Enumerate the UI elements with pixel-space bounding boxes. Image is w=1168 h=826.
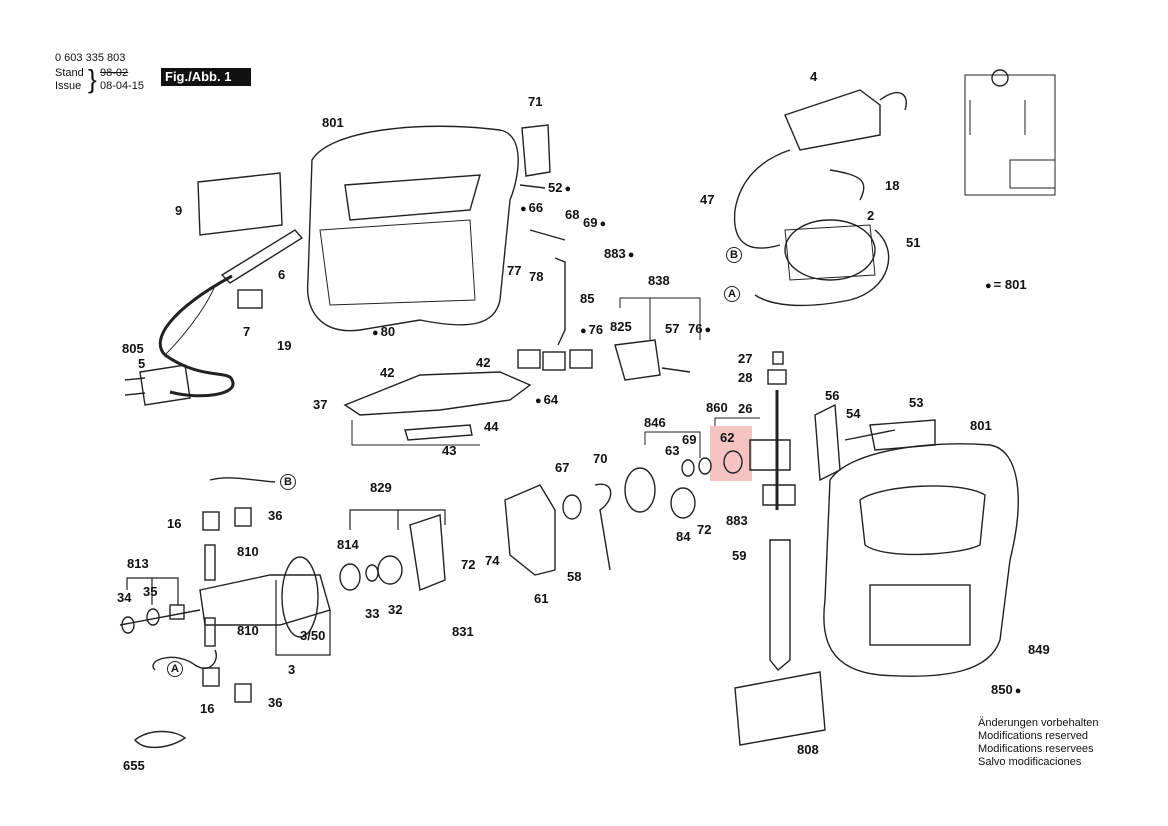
callout-19: 19 (277, 338, 292, 353)
callout-61: 61 (534, 591, 549, 606)
callout-69-top: 69 (583, 216, 606, 231)
callout-883-mid: 883 (726, 513, 748, 528)
callout-42-left: 42 (380, 365, 395, 380)
callout-3-50: 3/50 (300, 628, 326, 643)
issue-value: 08-04-15 (100, 80, 145, 92)
callout-53: 53 (909, 395, 924, 410)
callout-850: 850 (991, 683, 1021, 698)
callout-18: 18 (885, 178, 900, 193)
callout-6: 6 (278, 267, 286, 282)
stand-value: 98-02 (100, 67, 129, 79)
callout-B-wire: B (280, 474, 296, 490)
callout-4: 4 (810, 69, 818, 84)
note-en: Modifications reserved (978, 730, 1089, 742)
callout-57: 57 (665, 321, 680, 336)
callout-36-bottom: 36 (268, 695, 283, 710)
callout-801-lower: 801 (970, 418, 992, 433)
callout-36-top: 36 (268, 508, 283, 523)
callout-64: 64 (535, 393, 558, 408)
callout-32: 32 (388, 602, 403, 617)
callout-67: 67 (555, 460, 570, 475)
callout-7: 7 (243, 324, 251, 339)
callout-655: 655 (123, 758, 145, 773)
callout-74: 74 (485, 553, 500, 568)
callout-84: 84 (676, 529, 691, 544)
housing-upper-shape (306, 125, 519, 332)
callout-71: 71 (528, 94, 543, 109)
callout-5: 5 (138, 356, 146, 371)
callout-825: 825 (610, 319, 632, 334)
callout-883-top: 883 (604, 247, 634, 262)
callout-16-bottom: 16 (200, 701, 215, 716)
callout-77: 77 (507, 263, 522, 278)
callout-43: 43 (442, 443, 457, 458)
brace-glyph: } (88, 64, 97, 94)
callout-80: 80 (372, 325, 395, 340)
callout-16-top: 16 (167, 516, 182, 531)
callout-66: 66 (520, 201, 543, 216)
callout-72-right: 72 (697, 522, 712, 537)
callout-805: 805 (122, 341, 144, 356)
callout-808: 808 (797, 742, 819, 757)
callout-2: 2 (867, 208, 875, 223)
callout-85: 85 (580, 291, 595, 306)
callout-63: 63 (665, 443, 680, 458)
callout-28: 28 (738, 370, 753, 385)
callout-68: 68 (565, 207, 580, 222)
callout-70: 70 (593, 451, 608, 466)
callout-34: 34 (117, 590, 132, 605)
note-es: Salvo modificaciones (978, 756, 1082, 768)
callout-44: 44 (484, 419, 499, 434)
modifications-notes: Änderungen vorbehalten Modifications res… (978, 717, 1098, 769)
callout-56: 56 (825, 388, 840, 403)
stand-label: Stand (55, 67, 84, 79)
callout-813: 813 (127, 556, 149, 571)
callout-810-bottom: 810 (237, 623, 259, 638)
callout-42-right: 42 (476, 355, 491, 370)
callout-B-stator: B (726, 247, 742, 263)
callout-47: 47 (700, 192, 715, 207)
callout-831: 831 (452, 624, 474, 639)
callout-76-right: 76 (688, 322, 711, 337)
callout-9: 9 (175, 203, 183, 218)
callout-69-mid: 69 (682, 432, 697, 447)
callout-801: 801 (322, 115, 344, 130)
callout-51: 51 (906, 235, 921, 250)
callout-35: 35 (143, 584, 158, 599)
callout-27: 27 (738, 351, 753, 366)
callout-860: 860 (706, 400, 728, 415)
issue-label: Issue (55, 80, 82, 92)
callout-26: 26 (738, 401, 753, 416)
callout-849: 849 (1028, 642, 1050, 657)
note-fr: Modifications reservees (978, 743, 1094, 755)
callout-814: 814 (337, 537, 359, 552)
callout-58: 58 (567, 569, 582, 584)
callout-3: 3 (288, 662, 296, 677)
callout-78: 78 (529, 269, 544, 284)
callout-62: 62 (720, 430, 735, 445)
callout-A-wire: A (167, 661, 183, 677)
callout-33: 33 (365, 606, 380, 621)
callout-52: 52 (548, 181, 571, 196)
highlight-part-62 (710, 426, 752, 481)
callout-72-left: 72 (461, 557, 476, 572)
callout-54: 54 (846, 406, 861, 421)
part-number: 0 603 335 803 (55, 52, 126, 64)
callout-37: 37 (313, 397, 328, 412)
callout-846: 846 (644, 415, 666, 430)
callout-810-top: 810 (237, 544, 259, 559)
callout-59: 59 (732, 548, 747, 563)
callout-829: 829 (370, 480, 392, 495)
callout-76-left: 76 (580, 323, 603, 338)
figure-label: Fig./Abb. 1 (161, 68, 251, 86)
callout-A-stator: A (724, 286, 740, 302)
legend-801: = 801 (985, 277, 1027, 292)
callout-838: 838 (648, 273, 670, 288)
note-de: Änderungen vorbehalten (978, 717, 1099, 729)
